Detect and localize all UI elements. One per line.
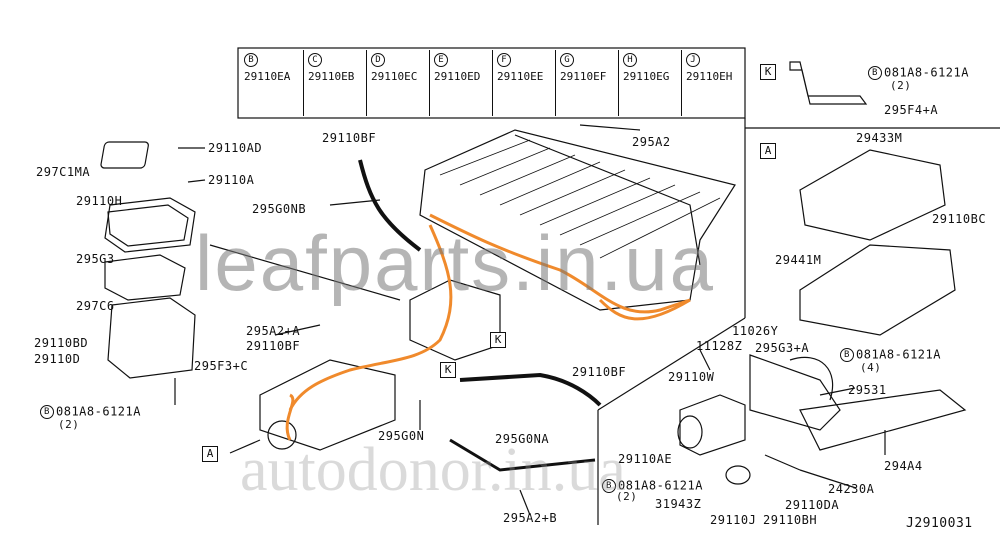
circle-letter: B	[244, 53, 258, 67]
part-number: 29110EF	[560, 70, 607, 83]
label-29110bf-low: 29110BF	[572, 365, 627, 379]
part-number: 081A8-6121A	[884, 65, 969, 80]
header-cell-j: J 29110EH	[681, 50, 745, 116]
part-number: 081A8-6121A	[56, 404, 141, 419]
label-295g0na: 295G0NA	[495, 432, 550, 446]
circle-letter: B	[868, 66, 882, 80]
part-number: 29110EB	[308, 70, 355, 83]
a-nut-label: 29110BC	[932, 212, 987, 226]
label-295g3: 295G3	[76, 252, 115, 266]
header-cell-d: D 29110EC	[366, 50, 429, 116]
header-cell-c: C 29110EB	[303, 50, 366, 116]
label-29110h: 29110H	[76, 194, 123, 208]
detail-k-reference-box-2: K	[440, 362, 456, 378]
label-29110ad: 29110AD	[208, 141, 263, 155]
label-31943z: 31943Z	[655, 497, 702, 511]
label-295a2b: 295A2+B	[503, 511, 558, 525]
label-29110d: 29110D	[34, 352, 81, 366]
part-number: 29110EH	[686, 70, 733, 83]
label-297c1ma: 297C1MA	[36, 165, 91, 179]
part-number: 081A8-6121A	[856, 347, 941, 362]
circle-letter: E	[434, 53, 448, 67]
a-unit-label: 29441M	[775, 253, 822, 267]
label-295g0n: 295G0N	[378, 429, 425, 443]
label-24230a: 24230A	[828, 482, 875, 496]
label-295a2: 295A2	[632, 135, 671, 149]
detail-a-box: A	[760, 143, 776, 159]
label-29110w: 29110W	[668, 370, 715, 384]
label-11128z: 11128Z	[696, 339, 743, 353]
label-29110bf-top: 29110BF	[322, 131, 377, 145]
diagram-id: J2910031	[906, 516, 973, 531]
circle-letter: B	[602, 479, 616, 493]
orange-harness	[285, 213, 691, 441]
label-29110bf-mid: 29110BF	[246, 339, 301, 353]
detail-k-box: K	[760, 64, 776, 80]
label-294a4: 294A4	[884, 459, 923, 473]
header-cell-g: G 29110EF	[555, 50, 618, 116]
right-bolt4-qty: (4)	[860, 361, 882, 374]
circle-letter: D	[371, 53, 385, 67]
label-29110a: 29110A	[208, 173, 255, 187]
header-cell-f: F 29110EE	[492, 50, 555, 116]
circle-letter: F	[497, 53, 511, 67]
detail-a-reference-box: A	[202, 446, 218, 462]
detail-k-reference-box: K	[490, 332, 506, 348]
circle-letter: J	[686, 53, 700, 67]
header-cell-e: E 29110ED	[429, 50, 492, 116]
part-number: 29110EA	[244, 70, 291, 83]
header-table-border	[237, 47, 746, 119]
circle-letter: H	[623, 53, 637, 67]
circle-letter: G	[560, 53, 574, 67]
header-cell-b: B 29110EA	[240, 50, 302, 116]
label-297c6: 297C6	[76, 299, 115, 313]
label-29531: 29531	[848, 383, 887, 397]
part-number: 29110ED	[434, 70, 481, 83]
right-bolt2-qty: (2)	[616, 490, 638, 503]
k-bracket-label: 295F4+A	[884, 103, 939, 117]
label-29110da: 29110DA	[785, 498, 840, 512]
part-number: 081A8-6121A	[618, 478, 703, 493]
label-295f3c: 295F3+C	[194, 359, 249, 373]
circle-letter: C	[308, 53, 322, 67]
circle-letter: B	[840, 348, 854, 362]
label-295g0nb: 295G0NB	[252, 202, 307, 216]
part-number: 29110EE	[497, 70, 544, 83]
label-29110j: 29110J	[710, 513, 757, 527]
left-bolt-qty: (2)	[58, 418, 80, 431]
a-cover-label: 29433M	[856, 131, 903, 145]
label-11026y: 11026Y	[732, 324, 779, 338]
part-number: 29110EG	[623, 70, 670, 83]
k-bolt-qty: (2)	[890, 79, 912, 92]
label-29110ae: 29110AE	[618, 452, 673, 466]
part-number: 29110EC	[371, 70, 418, 83]
label-29110bh: 29110BH	[763, 513, 818, 527]
label-295a2a: 295A2+A	[246, 324, 301, 338]
label-295g3a: 295G3+A	[755, 341, 810, 355]
label-29110bd: 29110BD	[34, 336, 89, 350]
circle-letter: B	[40, 405, 54, 419]
header-cell-h: H 29110EG	[618, 50, 681, 116]
